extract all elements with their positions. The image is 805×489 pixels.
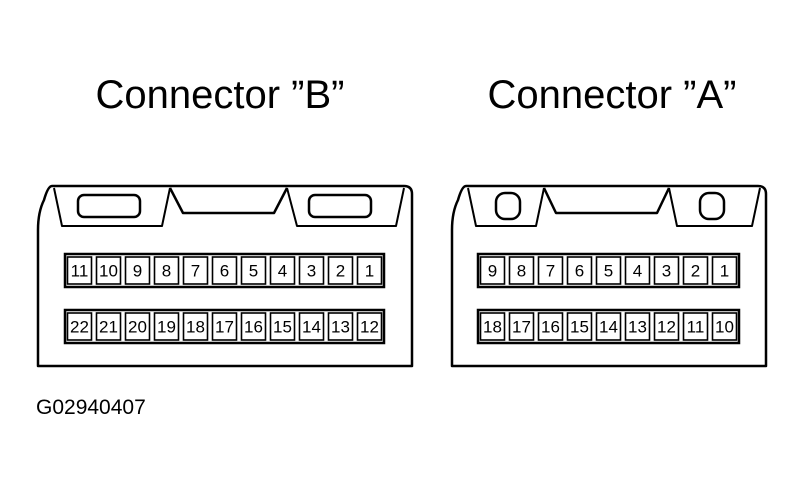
pin-number: 12 xyxy=(360,318,379,337)
pin-cell xyxy=(298,256,325,285)
pin-number: 9 xyxy=(488,262,497,281)
pin-number: 21 xyxy=(99,318,118,337)
pin-cell xyxy=(269,256,296,285)
pin-cell xyxy=(153,256,180,285)
figure-code: G02940407 xyxy=(36,396,146,419)
pin-cell xyxy=(66,256,93,285)
pin-number: 13 xyxy=(628,318,647,337)
pin-number: 6 xyxy=(220,262,229,281)
pin-cell xyxy=(124,256,151,285)
pin-number: 15 xyxy=(273,318,292,337)
pin-cell xyxy=(240,312,267,341)
connector-a-bottom-row: 18 17 16 15 14 13 12 11 10 xyxy=(476,308,741,345)
pin-cell xyxy=(479,256,506,285)
pin-cell xyxy=(624,312,651,341)
pin-number: 6 xyxy=(575,262,584,281)
pin-cell xyxy=(298,312,325,341)
pin-number: 4 xyxy=(633,262,642,281)
pin-cell xyxy=(595,312,622,341)
pin-number: 17 xyxy=(512,318,531,337)
pin-number: 19 xyxy=(157,318,176,337)
connector-b-right-slot xyxy=(307,193,373,219)
pin-number: 7 xyxy=(191,262,200,281)
pin-number: 10 xyxy=(715,318,734,337)
connector-a-left-slot xyxy=(494,191,522,221)
pin-cell xyxy=(269,312,296,341)
pin-cell xyxy=(240,256,267,285)
pin-cell xyxy=(711,256,738,285)
pin-cell xyxy=(653,256,680,285)
pin-cell xyxy=(211,312,238,341)
pin-number: 12 xyxy=(657,318,676,337)
pin-cell xyxy=(624,256,651,285)
pin-number: 18 xyxy=(483,318,502,337)
pin-cell xyxy=(508,312,535,341)
pin-number: 9 xyxy=(133,262,142,281)
connector-a-title: Connector ”A” xyxy=(488,73,737,117)
connector-b-left-slot xyxy=(76,193,142,219)
pin-cell xyxy=(327,256,354,285)
pin-cell xyxy=(682,312,709,341)
pin-number: 3 xyxy=(662,262,671,281)
pin-number: 17 xyxy=(215,318,234,337)
connector-b-bottom-row: 22 21 20 19 18 17 16 15 14 13 12 xyxy=(63,308,386,345)
connector-a-body xyxy=(450,184,768,368)
pin-cell xyxy=(682,256,709,285)
pin-number: 10 xyxy=(99,262,118,281)
connector-b-top-row: 11 10 9 8 7 6 5 4 3 2 1 xyxy=(63,252,386,289)
connector-b-body xyxy=(36,184,414,368)
pin-row-frame xyxy=(63,252,386,289)
pin-number: 2 xyxy=(336,262,345,281)
pin-cell xyxy=(182,256,209,285)
pin-cell xyxy=(537,312,564,341)
pin-cell xyxy=(479,312,506,341)
pin-number: 5 xyxy=(604,262,613,281)
pin-number: 11 xyxy=(687,318,705,337)
pin-cell xyxy=(66,312,93,341)
pin-number: 8 xyxy=(162,262,171,281)
pin-row-frame xyxy=(476,252,741,289)
pin-number: 22 xyxy=(70,318,89,337)
pin-cell xyxy=(566,256,593,285)
pin-number: 14 xyxy=(599,318,618,337)
pin-number: 5 xyxy=(249,262,258,281)
pin-cell xyxy=(211,256,238,285)
pin-cell xyxy=(124,312,151,341)
pin-number: 16 xyxy=(244,318,263,337)
pin-number: 4 xyxy=(278,262,287,281)
pin-number: 1 xyxy=(365,262,374,281)
connector-b-title: Connector ”B” xyxy=(96,73,345,117)
pin-number: 16 xyxy=(541,318,560,337)
pin-number: 11 xyxy=(71,262,89,281)
pin-number: 2 xyxy=(691,262,700,281)
pin-cell xyxy=(182,312,209,341)
pin-cell xyxy=(95,256,122,285)
pin-number: 1 xyxy=(720,262,729,281)
pin-number: 20 xyxy=(128,318,147,337)
pin-cell xyxy=(356,256,383,285)
pin-cell xyxy=(153,312,180,341)
pin-cell xyxy=(327,312,354,341)
pin-number: 8 xyxy=(517,262,526,281)
pin-number: 15 xyxy=(570,318,589,337)
pin-cell xyxy=(508,256,535,285)
pin-number: 14 xyxy=(302,318,321,337)
pin-cell xyxy=(95,312,122,341)
connector-a-top-row: 9 8 7 6 5 4 3 2 1 xyxy=(476,252,741,289)
pin-cell xyxy=(711,312,738,341)
pin-cell xyxy=(595,256,622,285)
pin-cell xyxy=(653,312,680,341)
pin-number: 3 xyxy=(307,262,316,281)
pin-cell xyxy=(356,312,383,341)
pin-row-frame xyxy=(63,308,386,345)
pin-cell xyxy=(566,312,593,341)
pin-row-frame xyxy=(476,308,741,345)
pin-number: 13 xyxy=(331,318,350,337)
pin-cell xyxy=(537,256,564,285)
connector-a-right-slot xyxy=(698,191,726,221)
pin-number: 18 xyxy=(186,318,205,337)
pin-number: 7 xyxy=(546,262,555,281)
